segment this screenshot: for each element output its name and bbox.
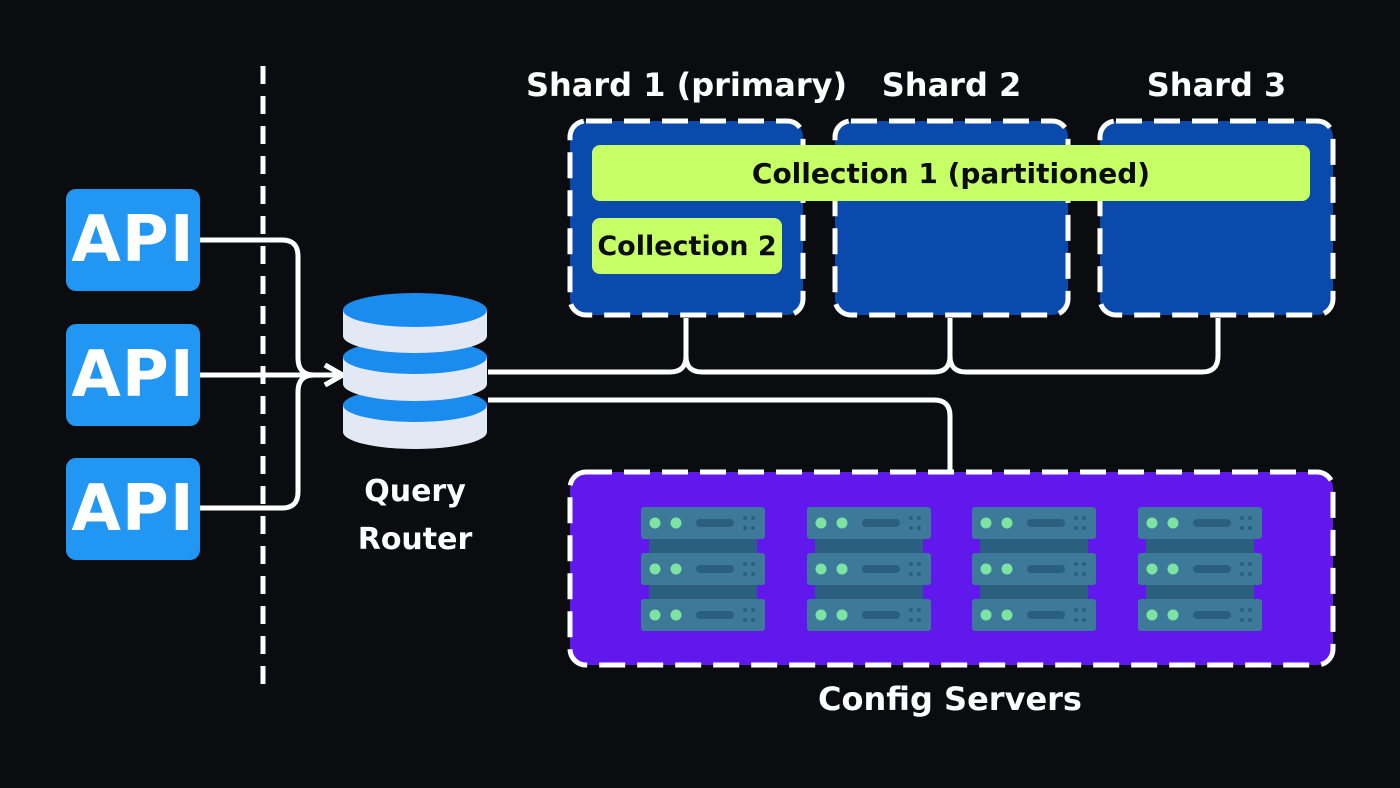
api-box: API xyxy=(66,189,200,291)
server-rack-icon xyxy=(1138,507,1262,631)
server-rack-icon xyxy=(641,507,765,631)
collection-single: Collection 2 xyxy=(592,218,782,274)
query-router-label-line2: Router xyxy=(357,522,473,557)
server-rack-icon xyxy=(972,507,1096,631)
database-icon xyxy=(343,293,487,449)
collection-partitioned: Collection 1 (partitioned) xyxy=(592,145,1310,201)
router-config-connector xyxy=(488,397,953,472)
server-rack-icon xyxy=(807,507,931,631)
config-servers-label: Config Servers xyxy=(818,680,1082,718)
shard-3-label: Shard 3 xyxy=(1146,66,1287,104)
api-label: API xyxy=(71,203,195,277)
api-1-connector xyxy=(200,237,348,388)
api-label: API xyxy=(71,472,195,546)
api-box: API xyxy=(66,324,200,426)
api-label: API xyxy=(71,338,195,412)
shard-1-label: Shard 1 (primary) xyxy=(525,66,848,104)
api-3-connector xyxy=(200,362,348,511)
router-shards-connector xyxy=(488,318,1221,375)
api-box: API xyxy=(66,458,200,560)
shard-2-label: Shard 2 xyxy=(881,66,1022,104)
query-router-label-line1: Query xyxy=(364,474,466,509)
server-racks xyxy=(641,507,1262,631)
query-router-label: Query Router xyxy=(330,468,500,564)
